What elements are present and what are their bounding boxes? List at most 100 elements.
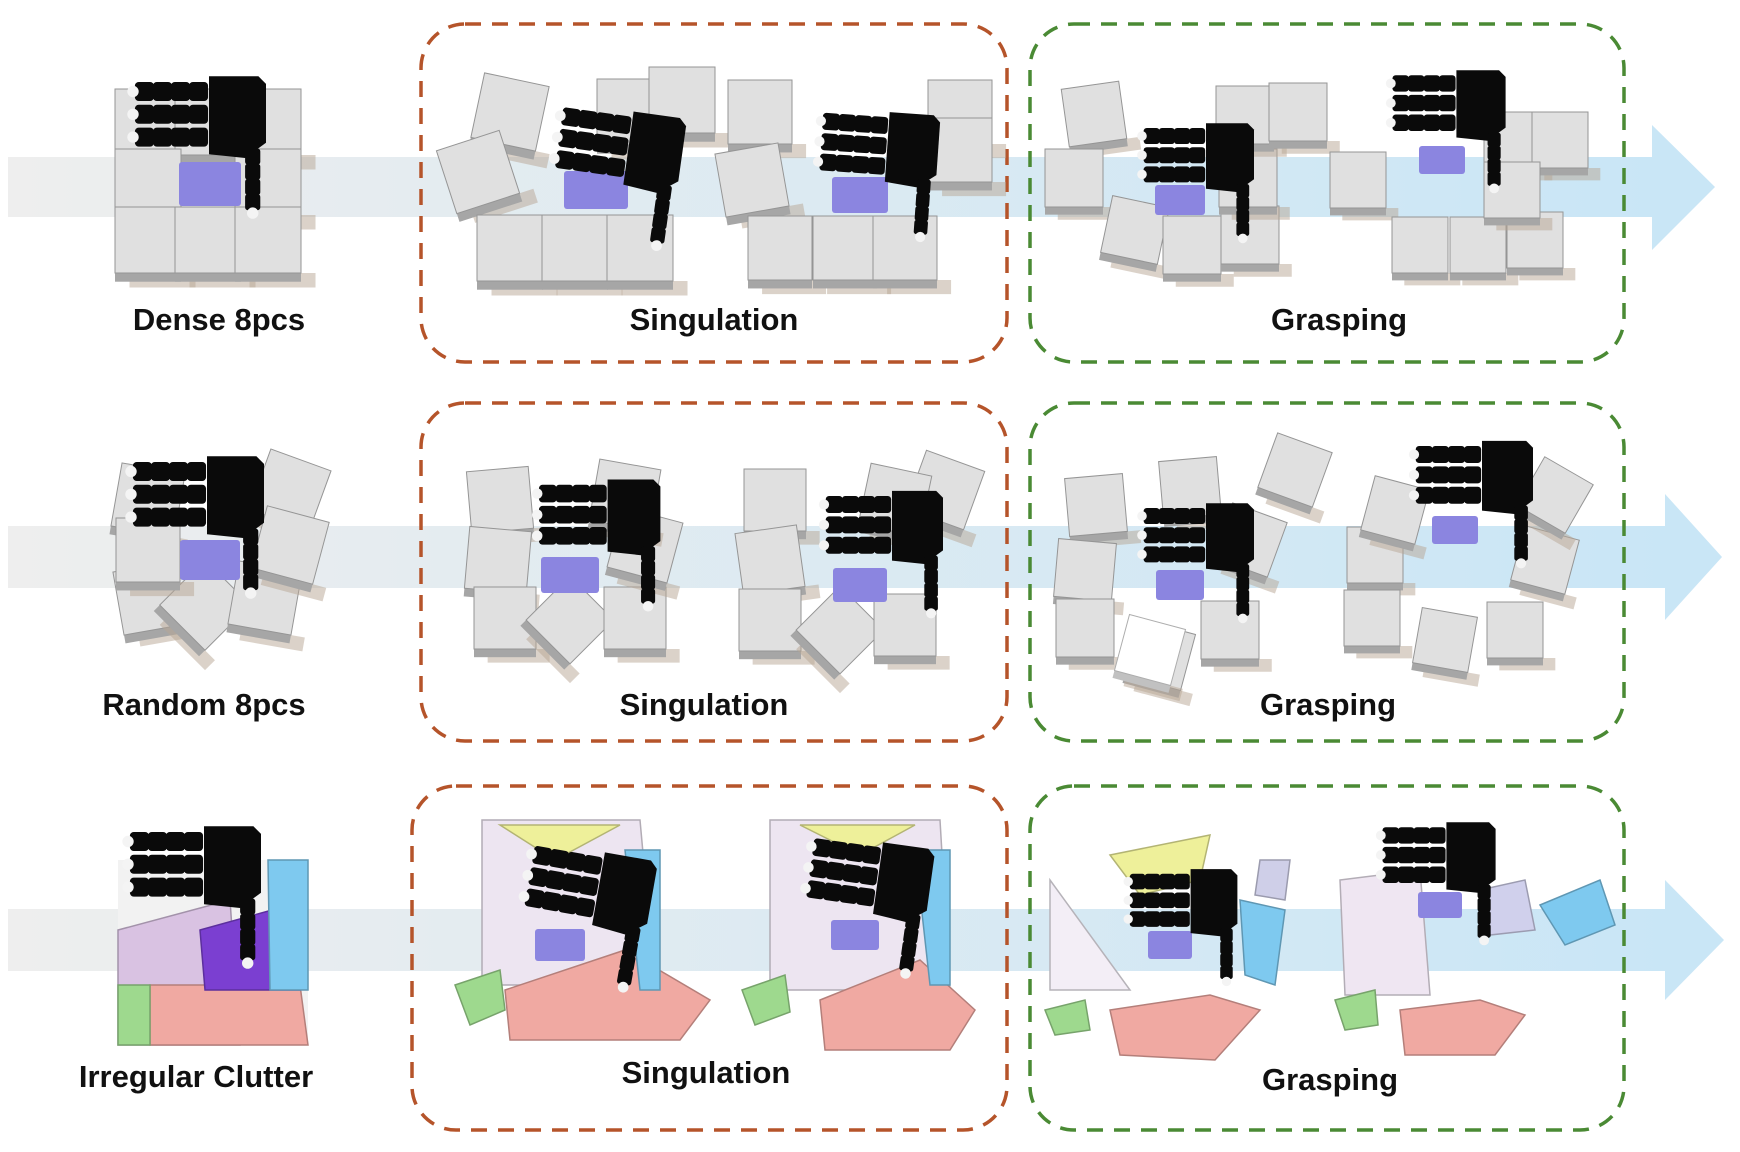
- finger-segment: [853, 135, 871, 154]
- finger-segment: [187, 507, 207, 527]
- fingertip: [127, 108, 139, 120]
- thumb-tip: [900, 968, 911, 979]
- clutter-piece: [497, 824, 621, 861]
- fingertip: [1408, 469, 1420, 480]
- scene-dense-initial: [114, 76, 316, 288]
- clutter-piece: [267, 859, 309, 991]
- finger-segment: [854, 115, 873, 133]
- finger-segment: [825, 861, 845, 881]
- thumb-segment: [1236, 589, 1250, 604]
- finger-segment: [825, 516, 843, 534]
- cube-icon: [1064, 473, 1142, 549]
- thumb-segment: [924, 596, 938, 611]
- finger-segment: [595, 112, 615, 132]
- finger-segment: [150, 484, 170, 504]
- cube-icon: [1162, 215, 1234, 287]
- fingertip: [818, 540, 830, 551]
- finger-segment: [1415, 466, 1433, 484]
- finger-segment: [134, 82, 154, 101]
- finger-segment: [1174, 527, 1190, 544]
- singulation-label: Singulation: [630, 302, 799, 337]
- finger-segment: [1423, 75, 1440, 92]
- thumb-segment: [619, 954, 636, 972]
- cube-top: [727, 79, 793, 145]
- fingertip: [814, 136, 825, 147]
- target-object-icon: [541, 557, 599, 593]
- thumb-tip: [651, 240, 662, 252]
- cube-top: [473, 586, 537, 650]
- thumb-segment: [641, 574, 656, 590]
- finger-segment: [1189, 166, 1206, 183]
- scene-irregular-initial: [117, 826, 309, 1046]
- clutter-piece: [149, 984, 309, 1046]
- cube-icon: [114, 206, 196, 288]
- finger-segment: [1174, 508, 1190, 524]
- finger-segment: [835, 154, 854, 173]
- cube-top: [1064, 473, 1128, 537]
- finger-segment: [1464, 486, 1482, 504]
- thumb-tip: [1238, 613, 1248, 624]
- cube-top: [541, 214, 609, 282]
- finger-segment: [1415, 446, 1433, 463]
- fingertip: [1123, 895, 1133, 905]
- cube-icon: [812, 215, 892, 295]
- singulation-box: [410, 784, 1009, 1132]
- finger-segment: [1159, 911, 1175, 927]
- cube-top: [1162, 215, 1222, 275]
- target-object-icon: [831, 920, 879, 950]
- palm: [204, 826, 261, 908]
- fingertip: [1375, 869, 1386, 880]
- cube-top: [747, 215, 813, 281]
- finger-segment: [189, 104, 209, 124]
- fingertip: [800, 883, 811, 894]
- fingertip: [548, 153, 560, 164]
- arrow-head: [1652, 125, 1715, 250]
- finger-segment: [152, 104, 172, 124]
- thumb-segment: [1477, 923, 1491, 938]
- finger-segment: [1448, 466, 1465, 484]
- finger-segment: [150, 507, 170, 527]
- finger-segment: [532, 846, 553, 866]
- robot-hand-icon: [127, 76, 266, 219]
- fingertip: [1137, 511, 1147, 521]
- thumb-tip: [247, 207, 259, 219]
- cube-top: [476, 214, 544, 282]
- finger-segment: [822, 112, 840, 131]
- finger-segment: [1143, 527, 1160, 544]
- finger-segment: [869, 136, 887, 155]
- finger-segment: [132, 462, 152, 481]
- finger-segment: [1431, 486, 1449, 504]
- finger-segment: [1392, 75, 1409, 92]
- scene-dense-singulation-1: [435, 66, 730, 296]
- finger-segment: [845, 843, 865, 863]
- finger-segment: [184, 877, 204, 897]
- finger-segment: [589, 527, 607, 545]
- thumb-segment: [240, 913, 256, 930]
- thumb-segment: [903, 927, 919, 944]
- fingertip: [127, 85, 139, 98]
- finger-segment: [1129, 892, 1146, 909]
- target-object-icon: [1432, 516, 1478, 544]
- cube-top: [525, 575, 615, 665]
- finger-segment: [524, 888, 545, 909]
- finger-segment: [187, 484, 207, 504]
- fingertip: [1123, 876, 1133, 887]
- finger-segment: [184, 832, 204, 851]
- thumb-tip: [1489, 183, 1500, 194]
- cube-top: [435, 129, 521, 215]
- finger-segment: [147, 877, 167, 897]
- fingertip: [522, 869, 534, 881]
- finger-segment: [1189, 147, 1206, 164]
- cube-top: [1055, 598, 1115, 658]
- robot-hand-icon: [1375, 822, 1496, 946]
- thumb-segment: [1236, 196, 1250, 211]
- grasping-box: [1028, 22, 1626, 364]
- finger-segment: [592, 133, 612, 154]
- thumb-segment: [654, 198, 670, 216]
- palm: [623, 111, 687, 193]
- fingertip: [818, 519, 830, 530]
- clutter-piece: [1043, 999, 1091, 1036]
- scene-irregular-singulation-2: [741, 819, 976, 1051]
- thumb-segment: [656, 184, 672, 201]
- fingertip: [806, 841, 817, 852]
